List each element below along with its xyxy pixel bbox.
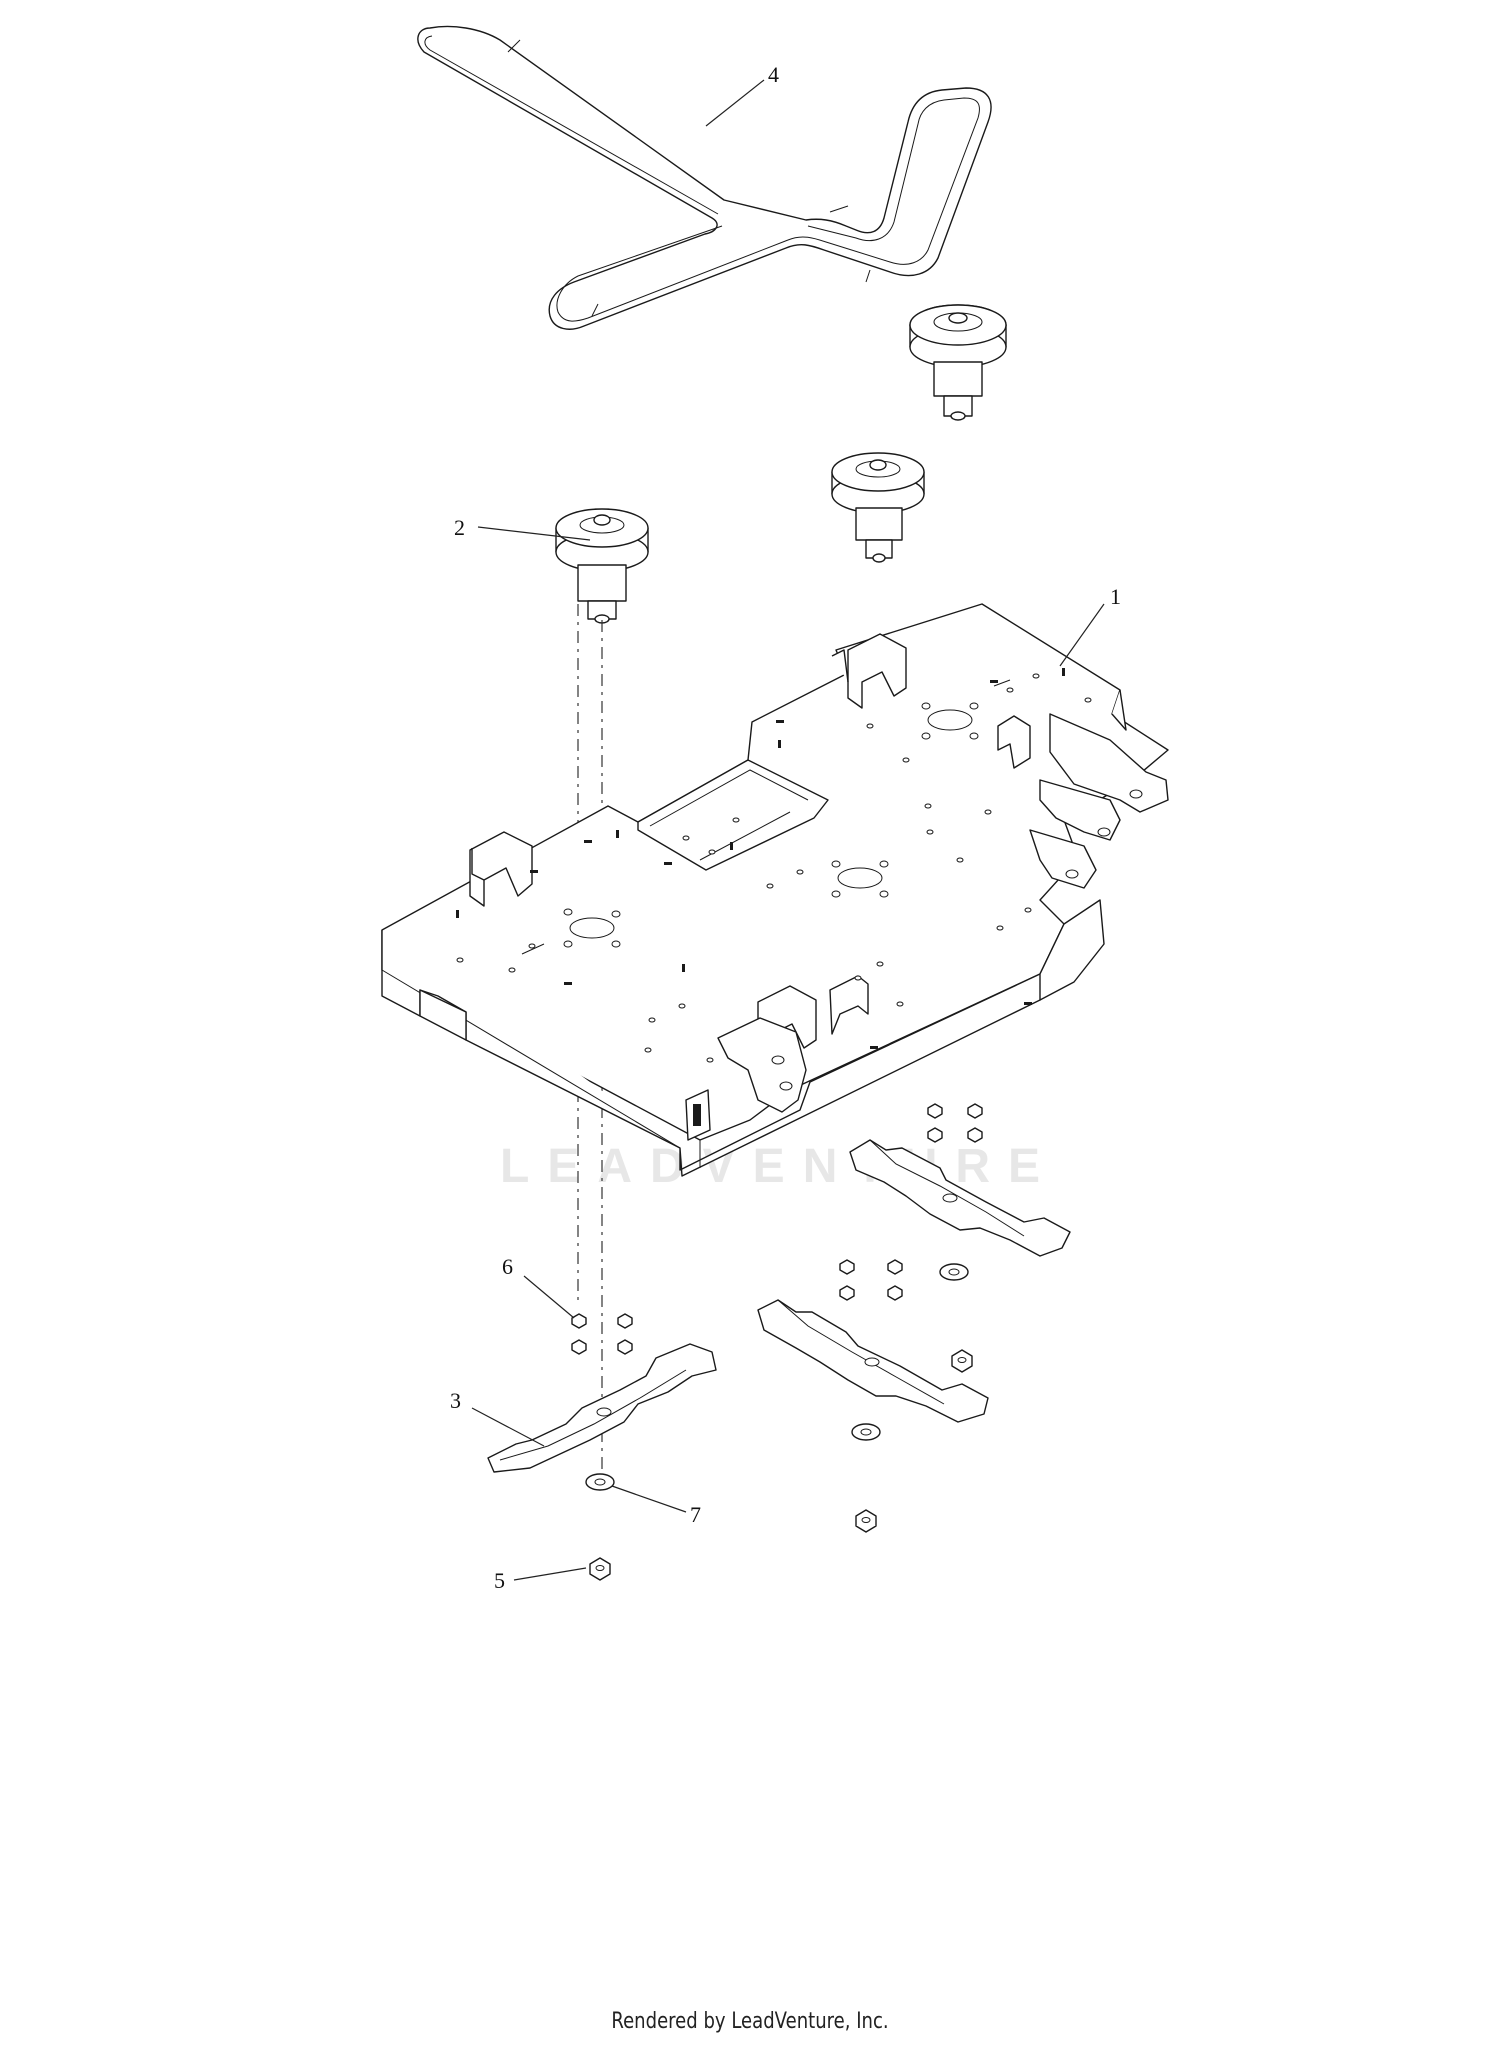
nuts-part-6 [571, 1313, 633, 1355]
callout-2: 2 [454, 515, 465, 540]
washer-right-lower [851, 1423, 881, 1441]
footer-credit: Rendered by LeadVenture, Inc. [611, 2009, 889, 2034]
callout-3: 3 [450, 1388, 461, 1413]
leader-7 [611, 1485, 687, 1513]
belt-part-4 [417, 25, 992, 330]
nut-part-5 [589, 1557, 611, 1581]
spindle-middle [831, 452, 925, 563]
callout-7: 7 [690, 1502, 701, 1527]
nut-right-mid [951, 1349, 973, 1373]
leader-2 [477, 526, 591, 541]
leader-6 [523, 1275, 575, 1319]
blade-upper-right [849, 1139, 1071, 1257]
blade-part-3 [487, 1343, 717, 1473]
nut-right-lower [855, 1509, 877, 1533]
leader-5 [513, 1567, 587, 1581]
nuts-right-middle [839, 1259, 903, 1301]
callout-6: 6 [502, 1254, 513, 1279]
leader-1 [1059, 603, 1105, 667]
blade-middle-right [757, 1299, 989, 1423]
callout-1: 1 [1110, 584, 1121, 609]
watermark-text: LEADVENTURE [500, 1140, 1058, 1193]
spindle-part-2 [555, 508, 649, 624]
nuts-right-upper [927, 1103, 983, 1143]
deck-part-1 [381, 603, 1169, 1177]
leader-4 [705, 79, 765, 127]
callout-4: 4 [768, 62, 779, 87]
leader-3 [471, 1407, 545, 1447]
washer-right-upper [939, 1263, 969, 1281]
spindle-upper-right [909, 304, 1007, 421]
callout-5: 5 [494, 1568, 505, 1593]
washer-part-7 [585, 1473, 615, 1491]
